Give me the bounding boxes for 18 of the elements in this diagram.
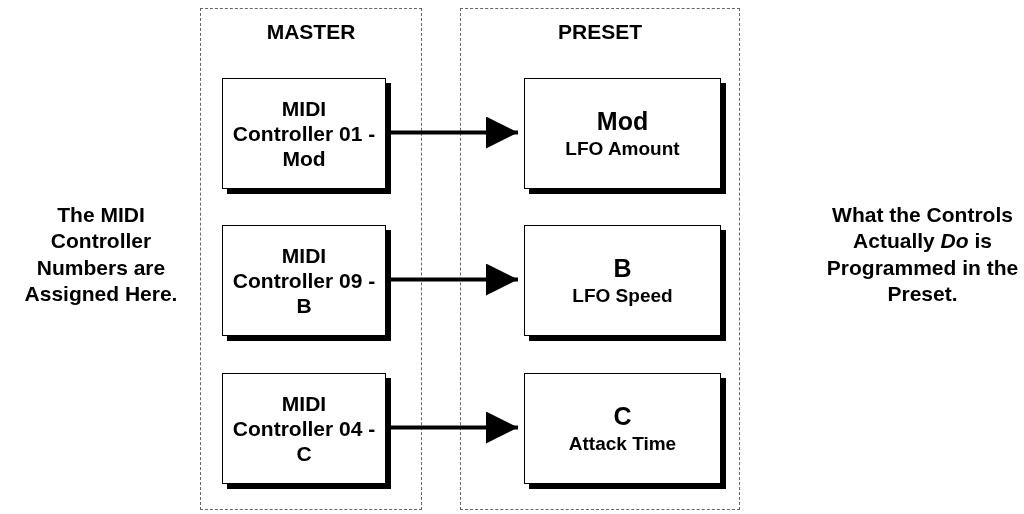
box-text: MIDI Controller 01 - Mod xyxy=(231,95,377,172)
box-subtitle: Attack Time xyxy=(568,432,677,456)
arrow xyxy=(390,263,518,296)
group-heading: PRESET xyxy=(557,19,643,45)
box-text: MIDI Controller 09 - B xyxy=(231,242,377,319)
dashed-group-frame xyxy=(460,8,740,510)
box-subtitle: LFO Amount xyxy=(565,137,680,161)
arrow xyxy=(390,116,518,149)
group-heading: MASTER xyxy=(265,19,357,45)
box-subtitle: LFO Speed xyxy=(572,284,673,308)
box-text: MIDI Controller 04 - C xyxy=(231,390,377,467)
dashed-group-frame xyxy=(200,8,422,510)
side-note: The MIDI Controller Numbers are Assigned Here. xyxy=(23,202,179,307)
arrow xyxy=(390,411,518,444)
box-heading: Mod xyxy=(596,106,649,137)
side-note: What the Controls Actually Do is Programmed in the Preset. xyxy=(825,202,1020,307)
box-heading: C xyxy=(613,401,632,432)
box-heading: B xyxy=(613,253,632,284)
